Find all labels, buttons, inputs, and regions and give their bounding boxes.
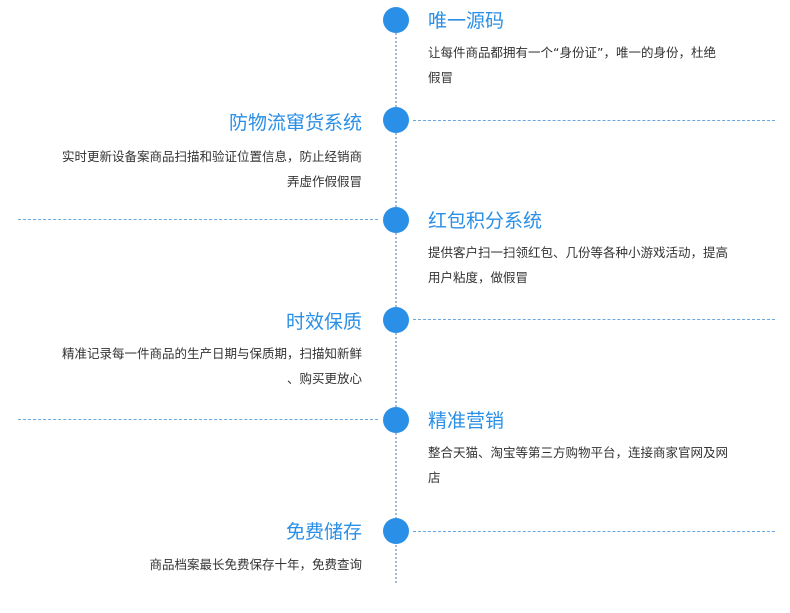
desc-line: 商品档案最长免费保存十年，免费查询 [149,557,362,572]
connector-dash [413,120,775,121]
desc-line: 精准记录每一件商品的生产日期与保质期，扫描知新鲜 [61,346,362,361]
timeline-node-3 [383,207,409,233]
item-title-shelf-life: 时效保质 [285,311,362,333]
item-desc-red-packet: 提供客户扫一扫领红包、几份等各种小游戏活动，提高 用户粘度，做假冒 [428,240,770,290]
timeline-node-5 [383,407,409,433]
connector-dash [413,531,775,532]
timeline-axis [395,18,397,583]
item-title-free-storage: 免费储存 [285,521,362,543]
desc-line: 店 [428,470,441,485]
timeline-node-2 [383,107,409,133]
item-desc-shelf-life: 精准记录每一件商品的生产日期与保质期，扫描知新鲜 、购买更放心 [20,341,362,391]
desc-line: 实时更新设备案商品扫描和验证位置信息，防止经销商 [61,149,362,164]
timeline-node-1 [383,7,409,33]
timeline-node-6 [383,518,409,544]
item-title-precision-marketing: 精准营销 [428,410,505,432]
desc-line: 用户粘度，做假冒 [428,270,529,285]
connector-dash [18,419,378,420]
item-desc-precision-marketing: 整合天猫、淘宝等第三方购物平台，连接商家官网及网 店 [428,440,770,490]
desc-line: 、购买更放心 [286,371,362,386]
desc-line: 整合天猫、淘宝等第三方购物平台，连接商家官网及网 [428,445,729,460]
desc-line: 让每件商品都拥有一个“身份证”，唯一的身份，杜绝 [428,45,716,60]
timeline-node-4 [383,307,409,333]
item-title-anti-diversion: 防物流窜货系统 [228,112,362,134]
connector-dash [413,319,775,320]
connector-dash [18,219,378,220]
item-desc-unique-code: 让每件商品都拥有一个“身份证”，唯一的身份，杜绝 假冒 [428,40,770,90]
desc-line: 提供客户扫一扫领红包、几份等各种小游戏活动，提高 [428,245,729,260]
item-desc-anti-diversion: 实时更新设备案商品扫描和验证位置信息，防止经销商 弄虚作假假冒 [20,144,362,194]
item-title-red-packet: 红包积分系统 [428,210,543,232]
desc-line: 弄虚作假假冒 [286,174,362,189]
item-desc-free-storage: 商品档案最长免费保存十年，免费查询 [20,552,362,577]
desc-line: 假冒 [428,70,454,85]
item-title-unique-code: 唯一源码 [428,10,505,32]
